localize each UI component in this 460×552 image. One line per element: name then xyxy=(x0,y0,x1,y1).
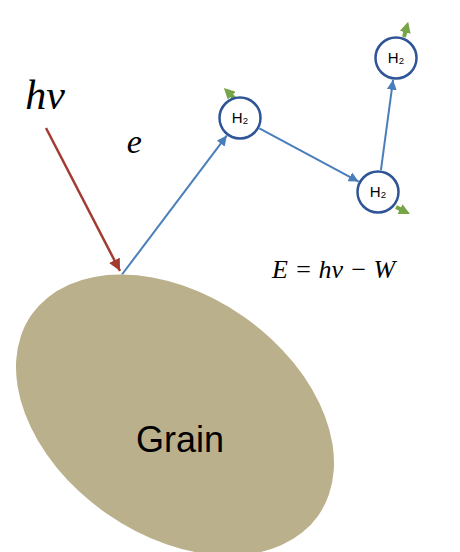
molecule-shape xyxy=(358,172,399,213)
molecule-shape xyxy=(376,38,417,79)
grain-ellipse: Grain xyxy=(15,275,335,552)
electron-path xyxy=(259,128,358,181)
molecule-shape xyxy=(220,98,261,139)
photon-arrow xyxy=(46,128,120,271)
grain-label: Grain xyxy=(136,420,224,460)
motion-arrow xyxy=(396,207,406,212)
molecule-circle: H₂ xyxy=(356,170,400,214)
energy-formula: E = hν − W xyxy=(272,255,395,285)
molecule-label: H₂ xyxy=(388,50,405,67)
molecule-label: H₂ xyxy=(232,110,249,127)
electron-label: e xyxy=(127,123,142,161)
motion-arrow xyxy=(404,26,407,37)
grain-outline xyxy=(15,275,335,552)
photon-label: hν xyxy=(25,71,65,119)
molecule-circle: H₂ xyxy=(218,96,262,140)
molecule-circle: H₂ xyxy=(374,36,418,80)
molecule-label: H₂ xyxy=(370,184,387,201)
electron-path xyxy=(381,80,393,170)
